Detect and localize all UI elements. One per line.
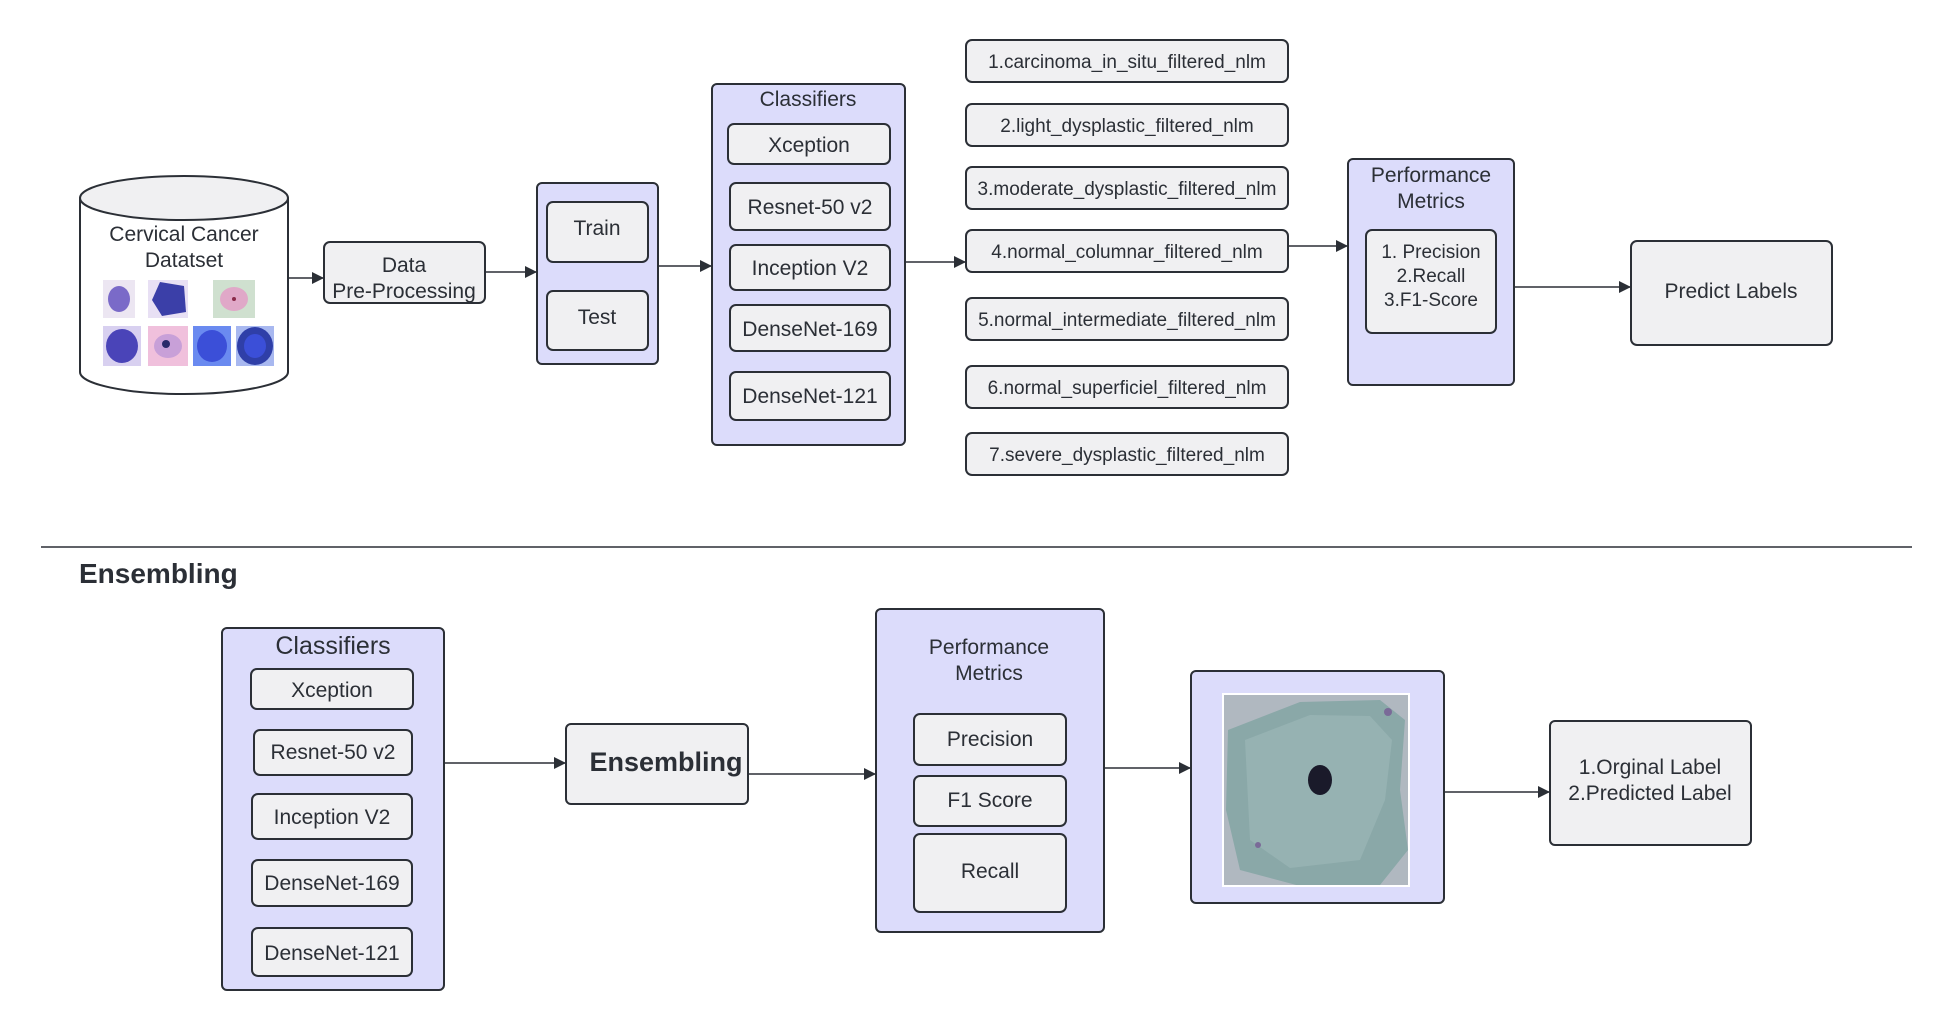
class-label: 6.normal_superficiel_filtered_nlm	[988, 378, 1267, 399]
classifier-label: DenseNet-121	[742, 385, 877, 408]
ensembling-section: Ensembling Classifiers Xception Resnet-5…	[79, 558, 1752, 991]
classifier-box	[250, 668, 414, 710]
output-label-line1: 1.Orginal Label	[1579, 756, 1721, 779]
output-label-line2: 2.Predicted Label	[1568, 782, 1731, 805]
class-label-box	[965, 432, 1289, 476]
metric-item: 3.F1-Score	[1384, 290, 1478, 311]
classifier-label: DenseNet-121	[264, 942, 399, 965]
classifier-box	[729, 304, 891, 352]
metric-box	[913, 775, 1067, 827]
class-label: 3.moderate_dysplastic_filtered_nlm	[978, 179, 1277, 200]
metrics-title-line2: Metrics	[955, 662, 1023, 685]
metrics-title-line1: Performance	[929, 636, 1049, 659]
classifier-box	[251, 927, 413, 977]
metric-item: Precision	[947, 728, 1033, 751]
classifier-box	[251, 793, 413, 840]
classifiers-title-top: Classifiers	[760, 88, 857, 111]
classifiers-panel-bottom: Classifiers Xception Resnet-50 v2 Incept…	[221, 627, 445, 991]
classifier-box	[251, 859, 413, 907]
ensembling-box: Ensembling	[565, 723, 749, 805]
metrics-title-line2: Metrics	[1397, 190, 1465, 213]
ensembling-heading: Ensembling	[79, 558, 238, 589]
metric-box	[913, 833, 1067, 913]
metric-box	[913, 713, 1067, 766]
class-label-box	[965, 365, 1289, 409]
metric-item: Recall	[961, 860, 1019, 883]
classifier-label: Resnet-50 v2	[271, 741, 396, 764]
cell-image-panel	[1190, 670, 1445, 904]
class-label: 1.carcinoma_in_situ_filtered_nlm	[988, 52, 1266, 73]
predict-labels-box: Predict Labels	[1630, 240, 1833, 346]
test-label: Test	[578, 306, 617, 329]
classifier-label: Xception	[291, 679, 373, 702]
classifier-label: Inception V2	[752, 257, 869, 280]
classifier-label: DenseNet-169	[742, 318, 877, 341]
preprocessing-label-line1: Data	[382, 254, 427, 277]
classifiers-panel-top: Classifiers Xception Resnet-50 v2 Incept…	[711, 83, 906, 446]
output-labels-box: 1.Orginal Label 2.Predicted Label	[1549, 720, 1752, 846]
class-label: 2.light_dysplastic_filtered_nlm	[1000, 116, 1253, 137]
dataset-label-line2: Datatset	[145, 249, 223, 272]
metric-item: F1 Score	[947, 789, 1032, 812]
test-box	[546, 290, 649, 351]
metric-item: 2.Recall	[1397, 266, 1466, 287]
ensembling-box-label: Ensembling	[589, 747, 742, 777]
class-label-box	[965, 39, 1289, 83]
classifier-label: Inception V2	[274, 806, 391, 829]
metrics-list-box	[1365, 229, 1497, 334]
train-test-panel: Train Test	[536, 182, 659, 365]
class-label-box	[965, 103, 1289, 147]
metrics-panel-bottom: Performance Metrics Precision F1 Score R…	[875, 608, 1105, 933]
metrics-title-line1: Performance	[1371, 164, 1491, 187]
train-label: Train	[573, 217, 620, 240]
classifier-label: Resnet-50 v2	[748, 196, 873, 219]
top-pipeline: Cervical Cancer Datatset	[79, 39, 1833, 476]
top-arrows	[288, 240, 1631, 293]
classifier-box	[729, 371, 891, 421]
classifier-box	[729, 182, 891, 231]
metric-item: 1. Precision	[1381, 242, 1480, 263]
bottom-arrows	[444, 757, 1550, 798]
metrics-panel-top: Performance Metrics 1. Precision 2.Recal…	[1347, 158, 1515, 386]
train-box	[546, 201, 649, 263]
preprocessing-label-line2: Pre-Processing	[332, 280, 476, 303]
preprocessing-box: Data Pre-Processing	[323, 241, 486, 304]
classifier-box	[727, 123, 891, 165]
classifier-box	[253, 729, 413, 776]
class-label-box	[965, 297, 1289, 341]
class-label-box	[965, 166, 1289, 210]
class-label: 7.severe_dysplastic_filtered_nlm	[989, 445, 1265, 466]
classifiers-title-bottom: Classifiers	[275, 632, 390, 660]
classifier-box	[729, 244, 891, 291]
class-labels-column: 1.carcinoma_in_situ_filtered_nlm 2.light…	[965, 39, 1289, 476]
cell-photo	[1223, 694, 1409, 886]
classifier-label: Xception	[768, 134, 850, 157]
classifier-label: DenseNet-169	[264, 872, 399, 895]
dataset-label-line1: Cervical Cancer	[109, 223, 258, 246]
dataset-cylinder: Cervical Cancer Datatset	[79, 175, 289, 395]
predict-labels-text: Predict Labels	[1664, 280, 1797, 303]
class-label: 4.normal_columnar_filtered_nlm	[991, 242, 1262, 263]
class-label-box	[965, 229, 1289, 273]
class-label: 5.normal_intermediate_filtered_nlm	[978, 310, 1276, 331]
sample-cell-images	[101, 278, 275, 374]
